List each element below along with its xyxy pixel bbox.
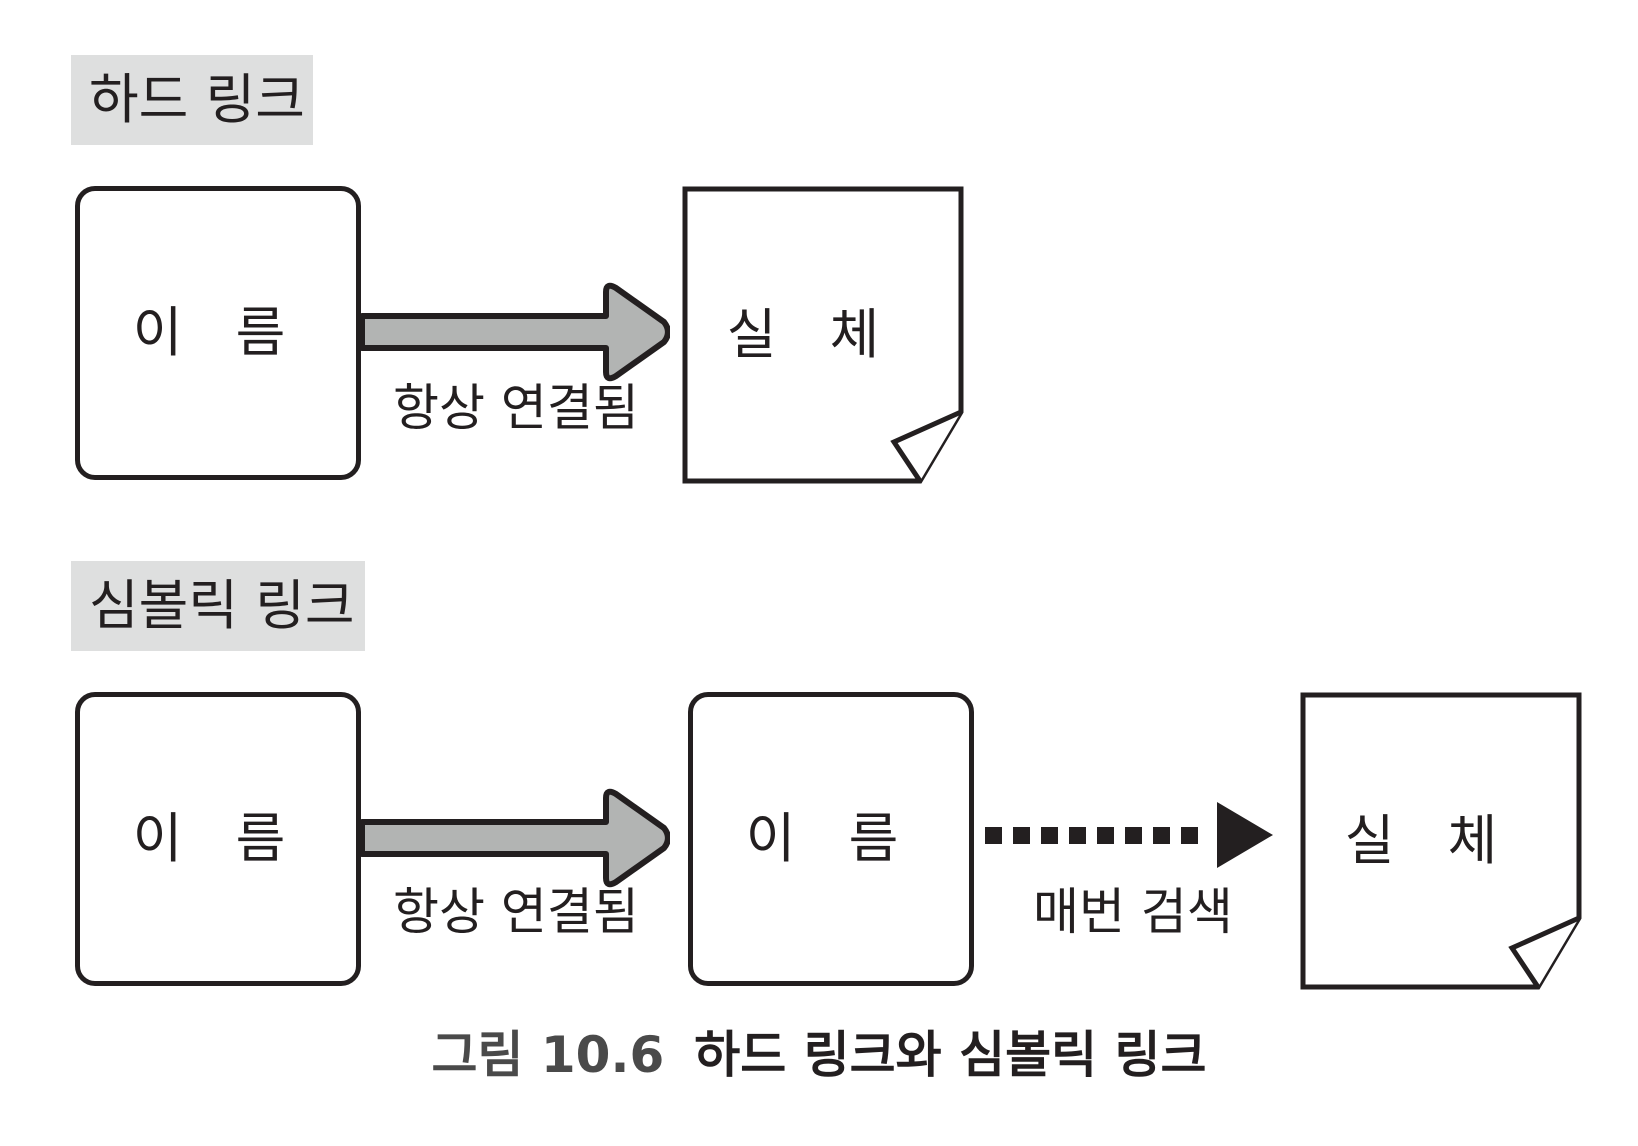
symbolic-link-arrow-caption-1: 항상 연결됨 [393, 883, 639, 941]
symbolic-link-solid-arrow [360, 788, 670, 888]
entity-page-icon [1300, 692, 1582, 990]
hard-link-arrow-caption: 항상 연결됨 [393, 379, 639, 437]
symbolic-link-entity-page: 실 체 [1300, 692, 1582, 990]
symbolic-link-arrow-caption-2: 매번 검색 [1033, 883, 1233, 941]
symbolic-link-name-box-2: 이 름 [688, 692, 974, 986]
symbolic-link-dotted-arrow [985, 802, 1273, 868]
symbolic-link-section-label: 심볼릭 링크 [71, 561, 365, 651]
hard-link-solid-arrow [360, 282, 670, 382]
figure-number: 그림 10.6 [431, 1026, 665, 1084]
symbolic-link-entity-text: 실 체 [1344, 809, 1516, 872]
entity-page-icon [682, 186, 964, 484]
hard-link-name-text: 이 름 [132, 301, 304, 364]
hard-link-name-box: 이 름 [75, 186, 361, 480]
figure-title: 하드 링크와 심볼릭 링크 [694, 1026, 1207, 1084]
symbolic-link-label-text: 심볼릭 링크 [89, 574, 355, 637]
hard-link-entity-text: 실 체 [726, 303, 898, 366]
symbolic-link-name-text-1: 이 름 [132, 807, 304, 870]
symbolic-link-name-text-2: 이 름 [745, 807, 917, 870]
symbolic-link-name-box-1: 이 름 [75, 692, 361, 986]
hard-link-entity-page: 실 체 [682, 186, 964, 484]
hard-link-section-label: 하드 링크 [71, 55, 313, 145]
hard-link-label-text: 하드 링크 [89, 68, 305, 131]
